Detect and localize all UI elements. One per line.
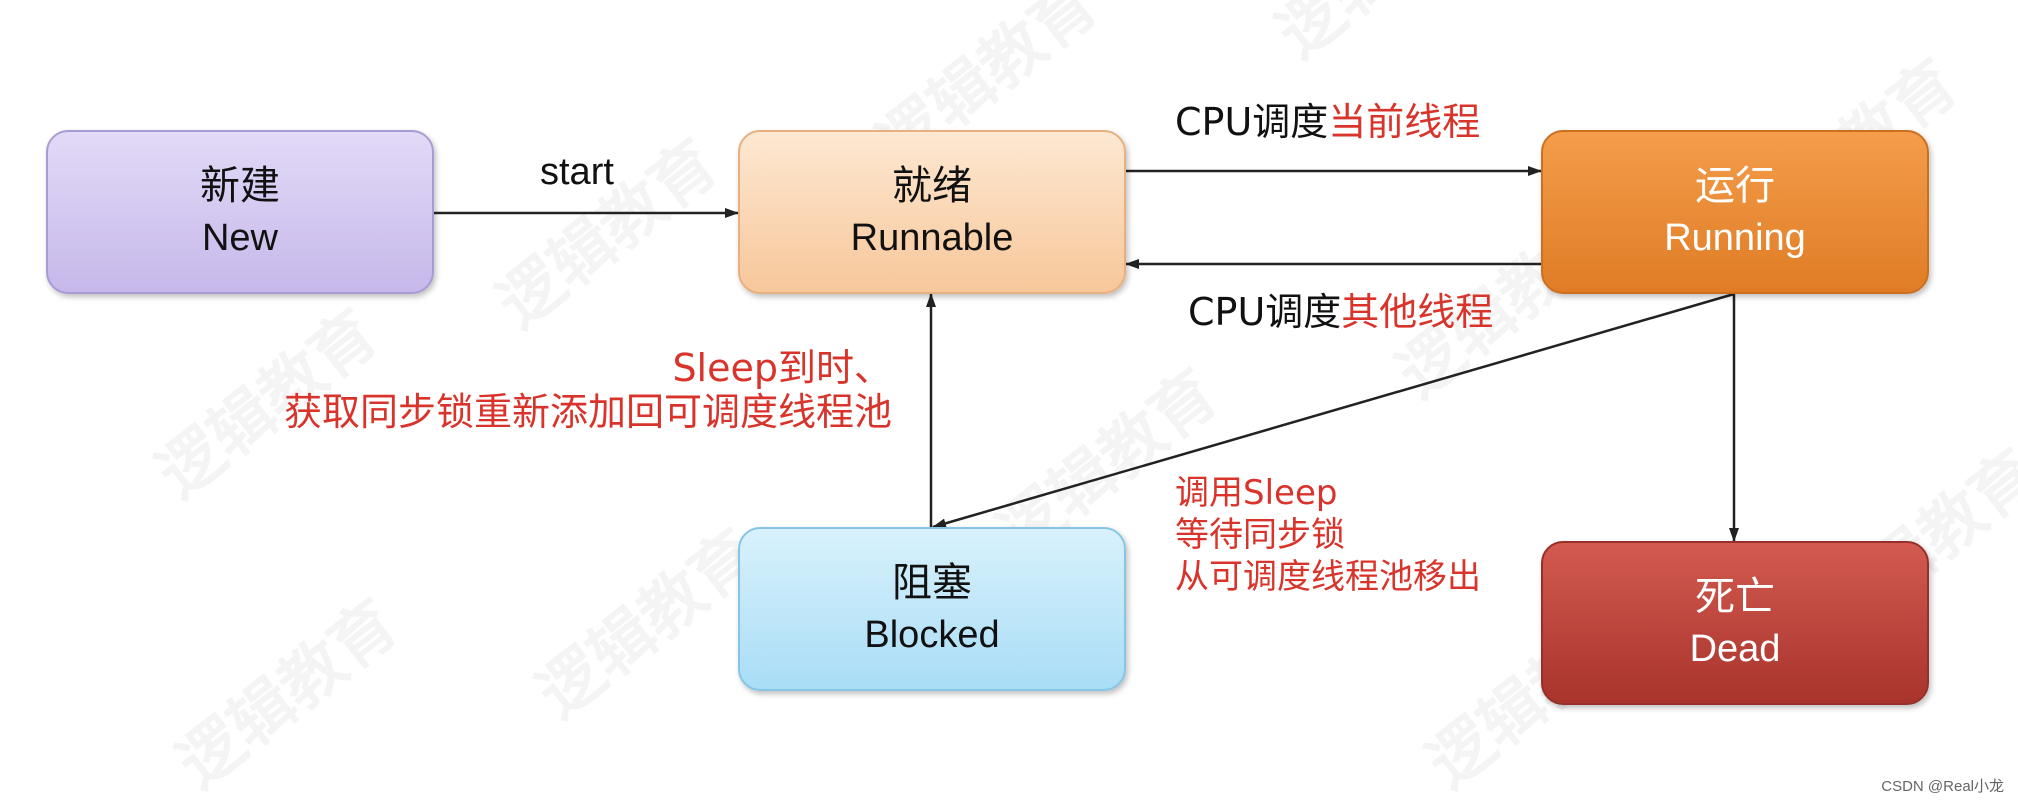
edge-label-cpu-current: CPU调度当前线程 [1175,100,1480,144]
edge-label-cpu-other: CPU调度其他线程 [1188,290,1493,334]
state-runnable: 就绪 Runnable [738,130,1126,294]
state-dead-zh: 死亡 [1695,574,1775,620]
state-running-en: Running [1664,217,1806,259]
edge-label-blocked-to-runnable-line1: Sleep到时、 [672,346,892,390]
state-dead-en: Dead [1689,628,1781,670]
edge-label-running-to-blocked-line3: 从可调度线程池移出 [1175,557,1481,597]
state-blocked-en: Blocked [864,614,1000,656]
state-blocked-zh: 阻塞 [892,560,972,606]
edge-label-running-to-blocked-line1: 调用Sleep [1175,472,1481,514]
edge-label-cpu-other-suffix: 其他线程 [1341,290,1494,334]
state-new-en: New [201,217,279,259]
state-new: 新建 New [46,130,434,294]
edge-label-running-to-blocked-line1-suffix: Sleep [1243,473,1338,513]
edge-label-cpu-current-suffix: 当前线程 [1328,100,1481,144]
state-runnable-en: Runnable [850,217,1014,259]
state-running-zh: 运行 [1695,163,1775,209]
state-running: 运行 Running [1541,130,1929,294]
edge-label-start: start [540,151,614,193]
edge-label-running-to-blocked-line2: 等待同步锁 [1175,515,1345,555]
edge-label-cpu-current-prefix: CPU调度 [1175,100,1329,144]
edge-label-blocked-to-runnable-line2: 获取同步锁重新添加回可调度线程池 [283,390,892,434]
edge-label-running-to-blocked: 调用Sleep 等待同步锁 从可调度线程池移出 [1175,472,1481,598]
edge-label-blocked-to-runnable: Sleep到时、 获取同步锁重新添加回可调度线程池 [284,346,892,434]
state-runnable-zh: 就绪 [892,163,972,209]
edge-label-running-to-blocked-line1-prefix: 调用 [1175,473,1243,513]
footer-credit: CSDN @Real小龙 [1881,778,2004,795]
arrow-running-to-blocked [932,292,1735,529]
edge-label-cpu-other-prefix: CPU调度 [1188,290,1342,334]
state-new-zh: 新建 [200,163,280,209]
state-blocked: 阻塞 Blocked [738,527,1126,691]
state-dead: 死亡 Dead [1541,541,1929,705]
